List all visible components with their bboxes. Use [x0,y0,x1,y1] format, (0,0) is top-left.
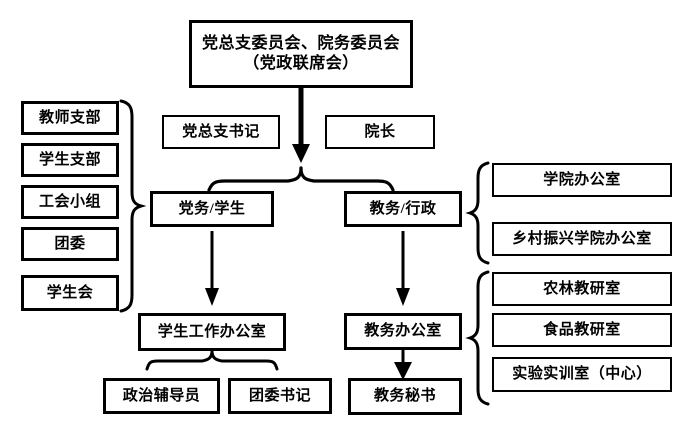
brace-split-divisions [207,166,395,192]
node-academic-affairs-office[interactable]: 教务办公室 [344,313,462,350]
node-division-party-student[interactable]: 党务/学生 [150,191,274,227]
node-rural-revitalization-office[interactable]: 乡村振兴学院办公室 [492,222,672,256]
arrowhead-admin-academic [396,288,410,306]
node-food-teaching-office[interactable]: 食品教研室 [492,313,672,347]
node-student-union[interactable]: 学生会 [21,275,119,311]
arrowhead-top [292,144,310,163]
node-agriculture-forestry-teaching-office[interactable]: 农林教研室 [492,272,672,306]
brace-party-groups [119,99,147,313]
node-dean[interactable]: 院长 [325,115,435,149]
node-college-office[interactable]: 学院办公室 [492,163,672,197]
node-student-branch[interactable]: 学生支部 [21,143,119,177]
node-party-secretary[interactable]: 党总支书记 [162,115,280,149]
node-division-academic-admin[interactable]: 教务/行政 [344,191,462,227]
node-academic-secretary[interactable]: 教务秘书 [348,378,462,415]
brace-admin-offices [465,161,490,265]
node-student-affairs-office[interactable]: 学生工作办公室 [138,313,286,351]
node-top-committee[interactable]: 党总支委员会、院务委员会 （党政联席会） [189,20,413,88]
node-youth-league-committee[interactable]: 团委 [21,227,119,261]
node-youth-league-secretary[interactable]: 团委书记 [228,378,332,414]
brace-teaching-units [465,270,490,406]
node-political-counselor[interactable]: 政治辅导员 [103,378,220,414]
arrowhead-party-student [205,288,219,306]
brace-split-staff [145,349,279,371]
node-teacher-branch[interactable]: 教师支部 [21,101,119,135]
node-union-group[interactable]: 工会小组 [21,185,119,219]
node-lab-training-center[interactable]: 实验实训室（中心） [492,357,672,392]
